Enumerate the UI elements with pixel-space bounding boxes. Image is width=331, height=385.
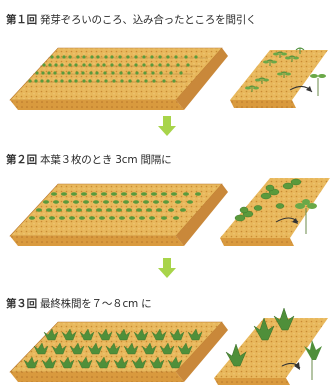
pulled-seedling-1: [310, 74, 326, 96]
step-2-closeup: [220, 178, 330, 246]
step-3-label: 第３回 最終株間を７～８cm に: [6, 296, 152, 311]
step-2-text: 本葉３枚のとき 3cm 間隔に: [40, 154, 172, 166]
pulled-seedling-2: [295, 199, 317, 234]
pulled-plant-3: [304, 340, 322, 380]
step-1-label: 第１回 発芽ぞろいのころ、込み合ったところを間引く: [6, 12, 257, 27]
step-2-number: 第２回: [6, 154, 37, 166]
step-3-closeup: [214, 307, 328, 385]
step-1-seedlings: [28, 55, 198, 83]
step-2-bed: [9, 183, 228, 246]
step-3-bed: [9, 321, 228, 382]
step-3-number: 第３回: [6, 298, 37, 310]
step-3-text: 最終株間を７～８cm に: [40, 298, 152, 310]
step-1-bed: [9, 47, 228, 110]
step-2-seedlings: [29, 192, 201, 220]
down-arrow-1: [158, 116, 176, 136]
step-2-label: 第２回 本葉３枚のとき 3cm 間隔に: [6, 152, 172, 167]
step-3-plants: [23, 328, 203, 369]
step-1-text: 発芽ぞろいのころ、込み合ったところを間引く: [40, 14, 257, 26]
step-1-number: 第１回: [6, 14, 37, 26]
step-1-closeup: [230, 47, 328, 108]
down-arrow-2: [158, 258, 176, 278]
